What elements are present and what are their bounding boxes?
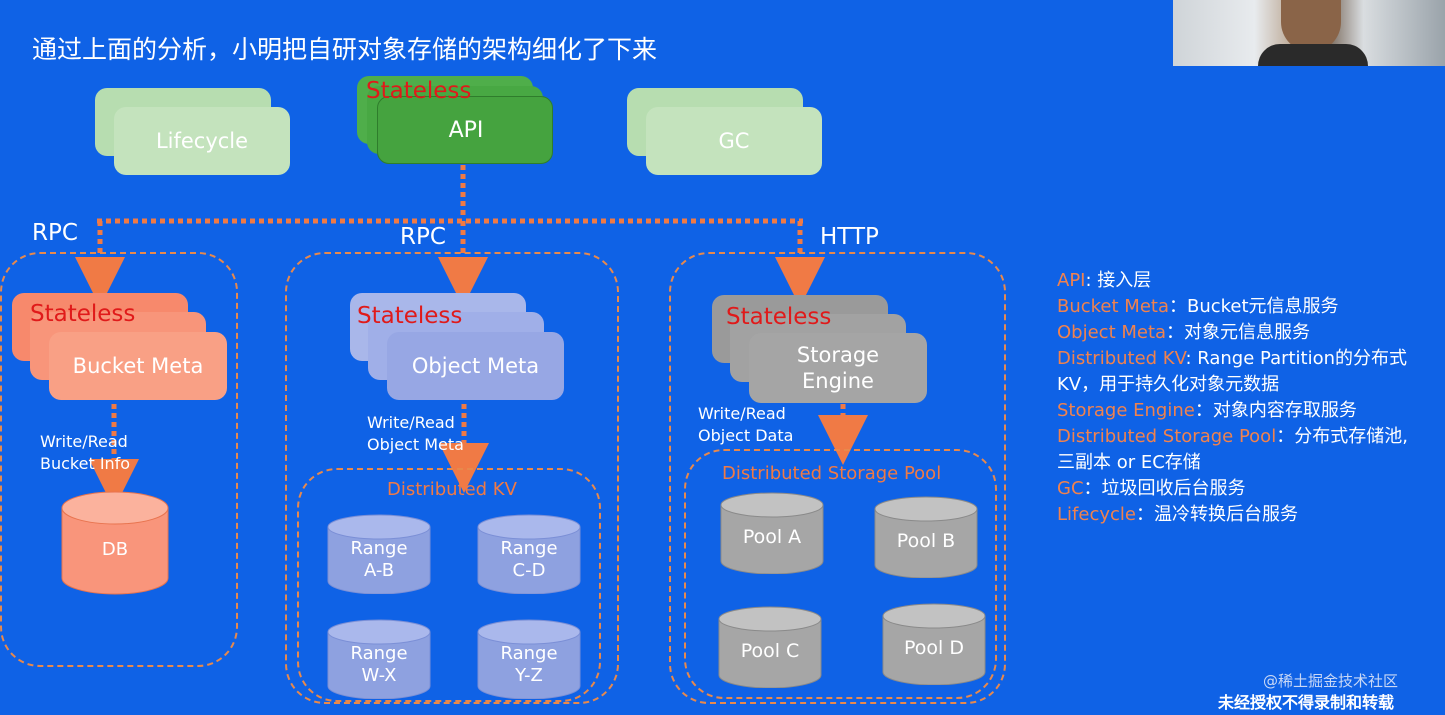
object-meta-label: Object Meta [411,353,540,378]
storage-engine-label: Storage Engine [796,342,880,393]
storage-stateless-label: Stateless [726,304,832,330]
bucket-meta-card: Bucket Meta [49,332,227,400]
legend-row: Distributed KV: Range Partition的分布式 [1057,346,1408,372]
api-card: API [377,96,553,164]
bucket-op: Write/Read Bucket Info [40,432,131,474]
copyright-notice: 未经授权不得录制和转载 [1218,693,1395,712]
object-group-box [285,252,619,704]
legend-key: Distributed KV [1057,348,1186,369]
legend-value: : Range Partition的分布式 [1185,348,1408,369]
legend-row: Distributed Storage Pool：分布式存储池, [1057,424,1408,450]
legend-value: ：Bucket元信息服务 [1168,296,1339,317]
api-label: API [448,118,484,144]
bucket-meta-label: Bucket Meta [72,353,204,378]
distributed-kv-label: Distributed KV [387,479,517,500]
legend-row: GC：垃圾回收后台服务 [1057,476,1408,502]
legend-value: 三副本 or EC存储 [1057,452,1201,473]
gc-label: GC [718,128,750,153]
protocol-http: HTTP [820,224,879,250]
legend-key: Distributed Storage Pool [1057,426,1277,447]
legend-value: : 接入层 [1085,270,1152,291]
storage-op: Write/Read Object Data [698,404,794,446]
storage-engine-card: Storage Engine [749,333,927,403]
legend-value: ：分布式存储池, [1276,426,1408,447]
protocol-rpc-left: RPC [32,220,78,246]
legend-key: Object Meta [1057,322,1167,343]
presenter-webcam [1173,0,1445,66]
api-stateless-label: Stateless [366,78,472,104]
lifecycle-label: Lifecycle [155,128,249,153]
storage-group-box [669,252,1006,704]
legend-key: Bucket Meta [1057,296,1169,317]
legend-key: Storage Engine [1057,400,1195,421]
distributed-kv-box [297,468,601,702]
storage-pool-box [684,449,997,699]
legend-row: 三副本 or EC存储 [1057,450,1408,476]
legend-row: Lifecycle：温冷转换后台服务 [1057,502,1408,528]
bucket-stateless-label: Stateless [30,301,136,327]
object-stateless-label: Stateless [357,303,463,329]
legend-row: API: 接入层 [1057,268,1408,294]
legend-value: ：对象内容存取服务 [1194,400,1357,421]
legend-key: GC [1057,478,1084,499]
db-label: DB [101,538,129,560]
legend-value: KV，用于持久化对象元数据 [1057,374,1280,395]
slide-title: 通过上面的分析，小明把自研对象存储的架构细化了下来 [32,35,658,64]
pool-label: Pool B [896,530,956,553]
legend-row: KV，用于持久化对象元数据 [1057,372,1408,398]
gc-card: GC [646,107,822,175]
protocol-rpc-middle: RPC [400,224,446,250]
lifecycle-card: Lifecycle [114,107,290,175]
legend-value: ：垃圾回收后台服务 [1083,478,1246,499]
db-cylinder [61,491,169,595]
legend-key: API [1057,270,1086,291]
pool-label: Pool C [740,640,800,663]
pool-label: Pool A [742,526,802,549]
legend-row: Bucket Meta：Bucket元信息服务 [1057,294,1408,320]
legend-row: Object Meta：对象元信息服务 [1057,320,1408,346]
object-op: Write/Read Object Meta [367,413,464,455]
bucket-group-box [0,252,238,667]
object-meta-card: Object Meta [387,332,564,400]
legend-key: Lifecycle [1057,504,1136,525]
legend-row: Storage Engine：对象内容存取服务 [1057,398,1408,424]
storage-pool-label: Distributed Storage Pool [722,463,942,484]
site-watermark: @稀土掘金技术社区 [1263,672,1399,690]
pool-label: Pool D [904,637,964,660]
legend-value: ：温冷转换后台服务 [1135,504,1298,525]
legend-value: ：对象元信息服务 [1166,322,1311,343]
